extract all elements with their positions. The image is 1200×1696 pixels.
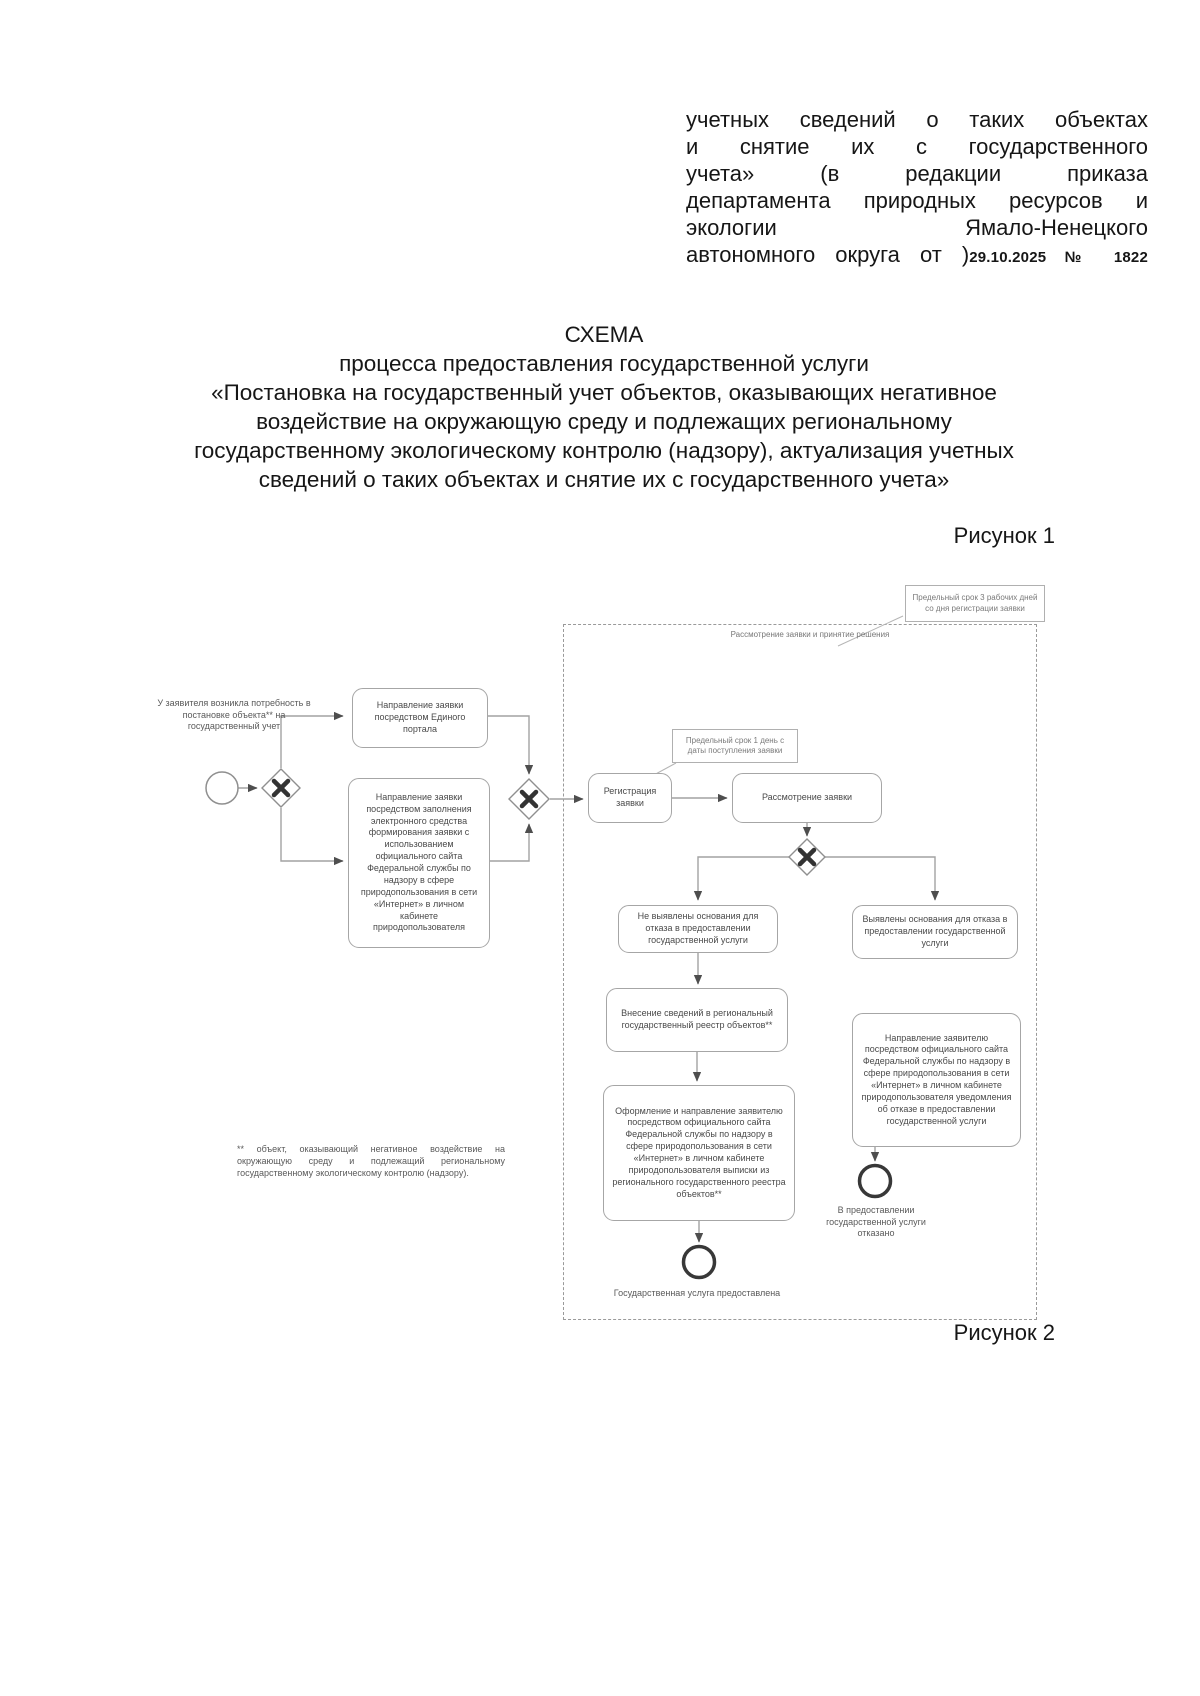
task-send-extract: Оформление и направление заявителю посре… xyxy=(603,1085,795,1221)
footnote: ** объект, оказывающий негативное воздей… xyxy=(237,1144,505,1179)
end-event-provided-circle xyxy=(681,1244,717,1280)
outcome-no-refusal-grounds: Не выявлены основания для отказа в предо… xyxy=(618,905,778,953)
end-event-refused-circle xyxy=(857,1163,893,1199)
connector-site-to-merge xyxy=(490,823,534,862)
order-date-stamp: 29.10.2025 № 1822 xyxy=(969,249,1149,266)
task-portal-submission: Направление заявки посредством Единого п… xyxy=(352,688,488,748)
deadline-annotation-top: Предельный срок 3 рабочих дней со дня ре… xyxy=(905,585,1045,622)
intro-line: учетных сведений о таких объектах xyxy=(686,107,1148,132)
task-site-submission: Направление заявки посредством заполнени… xyxy=(348,778,490,948)
schema-title: СХЕМА процесса предоставления государств… xyxy=(130,320,1078,494)
connector-gateway-to-site xyxy=(280,808,344,866)
title-line: государственному экологическому контролю… xyxy=(194,438,1014,463)
merge-gateway xyxy=(508,778,550,820)
start-note: У заявителя возникла потребность в поста… xyxy=(157,698,311,732)
figure-1-caption: Рисунок 1 xyxy=(953,523,1055,548)
title-line: процесса предоставления государственной … xyxy=(339,351,869,376)
connector-decision-to-grounds xyxy=(825,856,940,901)
connector-portal-to-merge xyxy=(488,715,534,775)
split-gateway xyxy=(261,768,301,808)
intro-line: и снятие их с государственного xyxy=(686,134,1148,159)
figure-2-caption: Рисунок 2 xyxy=(953,1320,1055,1345)
review-lane-title: Рассмотрение заявки и принятие решения xyxy=(730,630,890,639)
task-registration: Регистрация заявки xyxy=(588,773,672,823)
title-line: сведений о таких объектах и снятие их с … xyxy=(258,467,950,492)
deadline-annotation-registration: Предельный срок 1 день с даты поступлени… xyxy=(672,729,798,763)
intro-line-with-stamp: автономного округа от )29.10.2025 № 1822 xyxy=(686,241,1148,271)
intro-line: департамента природных ресурсов и xyxy=(686,188,1148,213)
connector-gateway-to-portal xyxy=(280,711,344,768)
intro-line-text: автономного округа от ) xyxy=(686,242,970,267)
end-provided-label: Государственная услуга предоставлена xyxy=(613,1288,781,1298)
task-register-entry: Внесение сведений в региональный государ… xyxy=(606,988,788,1052)
intro-line: учета» (в редакции приказа xyxy=(686,161,1148,186)
intro-paragraph: учетных сведений о таких объектах и снят… xyxy=(686,106,1148,271)
task-review: Рассмотрение заявки xyxy=(732,773,882,823)
title-line: воздействие на окружающую среду и подлеж… xyxy=(256,409,952,434)
review-lane-container xyxy=(563,624,1037,1320)
connector-decision-to-no-grounds xyxy=(693,856,789,901)
task-send-refusal-notice: Направление заявителю посредством официа… xyxy=(852,1013,1021,1147)
end-refused-label: В предоставлении государственной услуги … xyxy=(826,1205,926,1239)
intro-line: экологии Ямало-Ненецкого xyxy=(686,215,1148,240)
start-event-circle xyxy=(205,771,239,805)
title-line: «Постановка на государственный учет объе… xyxy=(211,380,997,405)
annotation-top-connector xyxy=(837,615,904,647)
title-line: СХЕМА xyxy=(564,322,644,347)
decision-gateway xyxy=(788,838,826,876)
outcome-refusal-grounds: Выявлены основания для отказа в предоста… xyxy=(852,905,1018,959)
